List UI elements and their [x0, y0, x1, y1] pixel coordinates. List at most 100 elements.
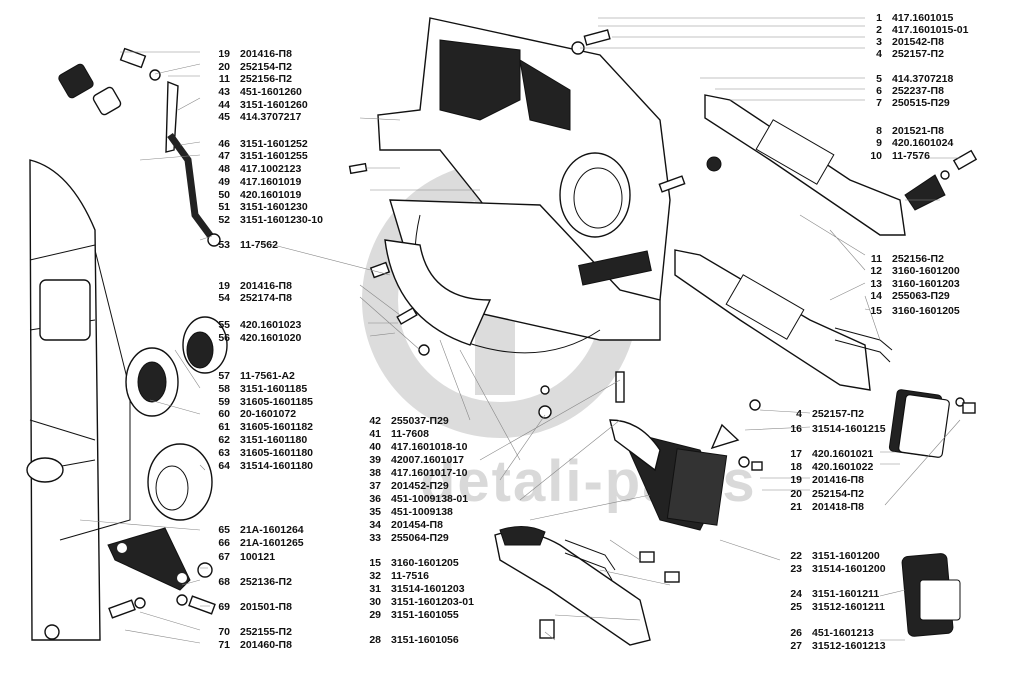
part-number: 15: [870, 305, 882, 317]
part-code: 252156-П2: [892, 253, 944, 265]
part-label: 4 252157-П2: [780, 408, 864, 420]
part-code: 3151-1601055: [391, 609, 459, 621]
part-number: 13: [870, 278, 882, 290]
boot-and-bolt: [904, 149, 978, 211]
part-number: 18: [790, 461, 802, 473]
part-number: 19: [218, 280, 230, 292]
part-number: 10: [870, 150, 882, 162]
part-number: 56: [218, 332, 230, 344]
part-number: 43: [218, 86, 230, 98]
part-number: 55: [218, 319, 230, 331]
part-number: 70: [218, 626, 230, 638]
part-code: 31605-1601182: [240, 421, 313, 433]
part-number: 54: [218, 292, 230, 304]
part-code: 201454-П8: [391, 519, 443, 531]
part-number: 26: [790, 627, 802, 639]
part-code: 3160-1601200: [892, 265, 960, 277]
release-lever-lower: [494, 526, 680, 646]
part-number: 19: [218, 48, 230, 60]
part-number: 61: [218, 421, 230, 433]
part-number: 11: [218, 73, 230, 85]
part-code: 21А-1601264: [240, 524, 304, 536]
part-number: 12: [870, 265, 882, 277]
part-number: 14: [870, 290, 882, 302]
part-number: 52: [218, 214, 230, 226]
part-code: 3151-1601230-10: [240, 214, 323, 226]
part-number: 46: [218, 138, 230, 150]
part-number: 40: [369, 441, 381, 453]
part-number: 4: [876, 48, 882, 60]
part-code: 451-1601260: [240, 86, 302, 98]
part-code: 31512-1601211: [812, 601, 885, 613]
part-number: 44: [218, 99, 230, 111]
leader-lines: [79, 17, 961, 644]
part-number: 17: [790, 448, 802, 460]
part-number: 41: [369, 428, 381, 440]
part-code: 255037-П29: [391, 415, 449, 427]
part-code: 3151-1601255: [240, 150, 308, 162]
part-code: 21А-1601265: [240, 537, 304, 549]
part-label: 52 3151-1601230-10: [208, 214, 323, 226]
part-number: 11: [870, 253, 882, 265]
part-code: 252156-П2: [240, 73, 292, 85]
part-number: 60: [218, 408, 230, 420]
part-number: 30: [369, 596, 381, 608]
part-number: 49: [218, 176, 230, 188]
part-number: 24: [790, 588, 802, 600]
part-number: 32: [369, 570, 381, 582]
cover-plate: [888, 389, 976, 458]
part-number: 33: [369, 532, 381, 544]
part-number: 6: [876, 85, 882, 97]
part-code: 420.1601024: [892, 137, 954, 149]
clutch-housing: [348, 17, 671, 356]
engine-block: [26, 159, 131, 641]
part-code: 250515-П29: [892, 97, 950, 109]
bolt-and-washer: [571, 29, 722, 193]
part-code: 11-7561-А2: [240, 370, 295, 382]
part-number: 51: [218, 201, 230, 213]
part-code: 31514-1601180: [240, 460, 313, 472]
part-number: 67: [218, 551, 230, 563]
sensor-and-hose: [58, 47, 221, 247]
part-code: 252157-П2: [812, 408, 864, 420]
part-number: 4: [796, 408, 802, 420]
part-number: 53: [218, 239, 230, 251]
part-number: 42: [369, 415, 381, 427]
part-code: 42007.1601017: [391, 454, 464, 466]
part-label: 12 3160-1601200: [860, 265, 960, 277]
part-code: 3160-1601205: [391, 557, 459, 569]
part-number: 45: [218, 111, 230, 123]
part-number: 68: [218, 576, 230, 588]
part-number: 71: [218, 639, 230, 651]
